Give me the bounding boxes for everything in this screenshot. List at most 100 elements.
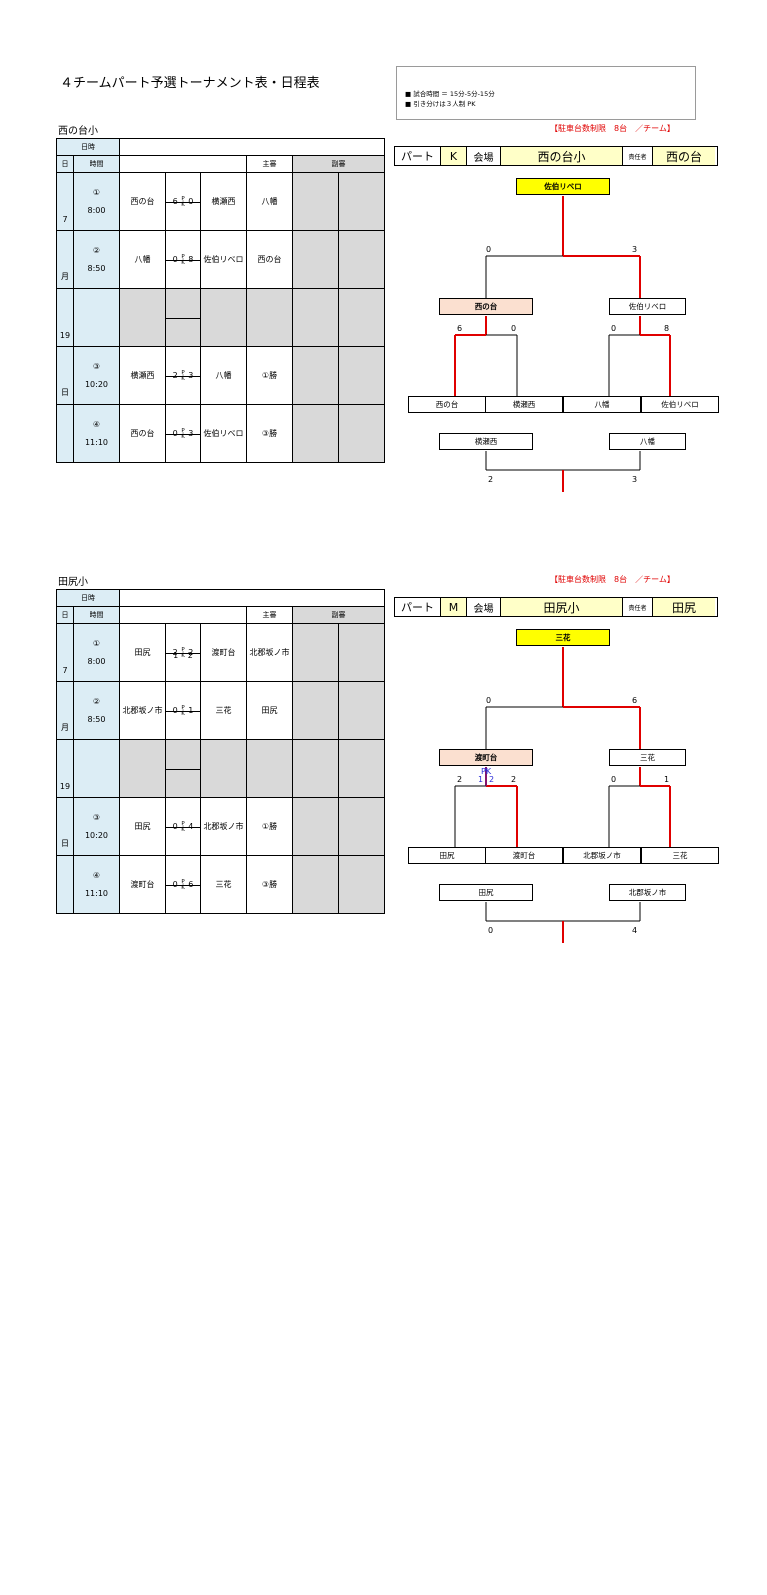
game-number: ① — [92, 187, 101, 197]
third-score-left: 2 — [488, 475, 494, 484]
break-row: 19 — [56, 288, 386, 347]
team-box-4: 佐伯リベロ — [641, 396, 719, 413]
score-b: 3 — [188, 371, 194, 380]
game-number: ③ — [92, 812, 101, 822]
date-char: 7 — [62, 215, 68, 224]
team-a: 横瀬西 — [119, 346, 166, 405]
score-a: 0 — [172, 822, 178, 831]
sub-referee-cell — [337, 404, 386, 463]
rules-notes: ■ 試合時間 ＝ 15分-5分-15分 ■ 引き分けは３人制 PK — [396, 66, 696, 120]
pk-k: K — [181, 259, 185, 266]
referee: ③勝 — [246, 855, 293, 914]
date-char: 日 — [61, 388, 69, 397]
date-cell: 日 — [56, 346, 74, 405]
r1-score-3: 0 — [611, 775, 617, 784]
pk-score-right: 2 — [489, 775, 495, 784]
team-box-1: 西の台 — [408, 396, 486, 413]
referee: ①勝 — [246, 797, 293, 856]
sub-referee-cell — [337, 172, 386, 231]
team-b: 佐伯リベロ — [200, 230, 247, 289]
score-a: 0 — [172, 880, 178, 889]
final-score-left: 0 — [486, 245, 492, 254]
game-start-time: 11:10 — [84, 888, 109, 898]
sub-referee-cell — [337, 739, 386, 798]
score-a: 2 — [172, 648, 178, 657]
day-header: 日 — [56, 155, 74, 173]
bracket-header: パート K 会場 西の台小 責任者 西の台 — [394, 146, 718, 166]
blank-cell — [119, 739, 166, 798]
date-char: 月 — [61, 723, 69, 732]
r1-score-3: 0 — [611, 324, 617, 333]
game-number: ① — [92, 638, 101, 648]
game-time: ④ 11:10 — [73, 855, 120, 914]
third-box-left: 横瀬西 — [439, 433, 533, 450]
r1-score-4: 1 — [664, 775, 670, 784]
game-start-time: 8:00 — [87, 656, 106, 666]
game-number: ② — [92, 245, 101, 255]
score-b: 6 — [188, 880, 194, 889]
team-box-2: 横瀬西 — [485, 396, 563, 413]
score-b: 3 — [188, 429, 194, 438]
semi-box-left: 西の台 — [439, 298, 533, 315]
blank-cell — [246, 288, 293, 347]
pk-k: K — [181, 884, 185, 891]
part-letter: M — [441, 598, 467, 616]
semi-box-left: 渡町台 — [439, 749, 533, 766]
blank-time — [73, 739, 120, 798]
game-number: ③ — [92, 361, 101, 371]
venue-field-label: 会場 — [467, 147, 501, 165]
break-row: 19 — [56, 739, 386, 798]
team-b: 佐伯リベロ — [200, 404, 247, 463]
sub-referee-cell — [337, 797, 386, 856]
pk-p: P — [181, 646, 185, 653]
manager-name: 田尻 — [653, 598, 715, 616]
pk-k: K — [181, 201, 185, 208]
pk-score-left: 1 — [478, 775, 484, 784]
game-time: ④ 11:10 — [73, 404, 120, 463]
sub-referee-cell — [292, 623, 339, 682]
blank-cell — [200, 739, 247, 798]
datetime-header: 日時 — [56, 589, 120, 607]
pk-a: 1 — [173, 650, 179, 660]
game-start-time: 11:10 — [84, 437, 109, 447]
venue-label: 田尻小 — [58, 577, 88, 588]
team-box-3: 北郡坂ノ市 — [563, 847, 641, 864]
third-box-right: 北郡坂ノ市 — [609, 884, 686, 901]
score-b: 8 — [188, 255, 194, 264]
score-a: 6 — [172, 197, 178, 206]
third-score-left: 0 — [488, 926, 494, 935]
score-b: 4 — [188, 822, 194, 831]
sub-referee-cell — [292, 346, 339, 405]
pk-p: P — [181, 253, 185, 260]
game-number: ② — [92, 696, 101, 706]
bracket-header: パート M 会場 田尻小 責任者 田尻 — [394, 597, 718, 617]
r1-score-1: 6 — [457, 324, 463, 333]
game-number: ④ — [92, 419, 101, 429]
team-box-2: 渡町台 — [485, 847, 563, 864]
referee: ③勝 — [246, 404, 293, 463]
date-cell: 月 — [56, 681, 74, 740]
date-cell: 7 — [56, 172, 74, 231]
pk-k: K — [181, 652, 185, 659]
score-b: 1 — [188, 706, 194, 715]
blank-score — [165, 288, 201, 347]
date-char: 日 — [61, 839, 69, 848]
game-number: ④ — [92, 870, 101, 880]
third-box-right: 八幡 — [609, 433, 686, 450]
date-char: 月 — [61, 272, 69, 281]
third-box-left: 田尻 — [439, 884, 533, 901]
score-a: 0 — [172, 429, 178, 438]
date-cell: 7 — [56, 623, 74, 682]
third-score-right: 3 — [632, 475, 638, 484]
semi-box-right: 佐伯リベロ — [609, 298, 686, 315]
